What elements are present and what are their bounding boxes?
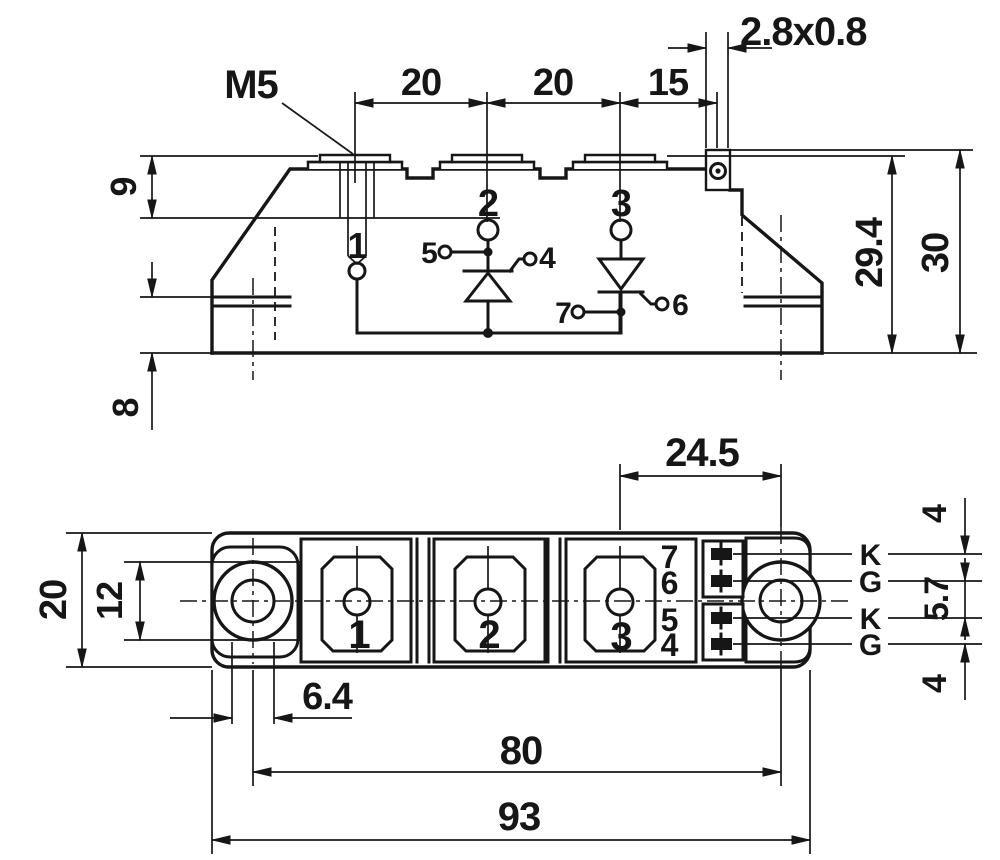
pad-3-label: 3: [610, 615, 631, 659]
tab-col-4-label: 4: [661, 627, 679, 663]
schematic-terminal-4-label: 4: [539, 242, 556, 275]
dim-thread-depth: 9: [103, 177, 144, 196]
dim-lead-gap-bottom: 4: [916, 674, 954, 693]
thyristor-triangle-left: [462, 270, 514, 303]
schematic-terminal-1-label: 1: [347, 225, 367, 266]
tab-col-6-label: 6: [661, 565, 678, 601]
lead-label-g2: G: [859, 629, 881, 662]
pad-screw-2: [473, 587, 503, 617]
dim-lead-spacing-group: 4 5.7 4: [916, 498, 970, 700]
tab-block-top: [701, 539, 745, 599]
dim-washer-diameter-group: 12: [89, 560, 302, 642]
thyristor-right: 3 6 7: [555, 183, 689, 335]
schematic-terminal-6-label: 6: [672, 289, 688, 322]
dim-height-to-pad: 29.4: [849, 217, 891, 288]
dim-hole-pitch-group: 80: [251, 668, 783, 786]
dim-heights-group: 29.4 30: [667, 148, 977, 355]
tab-hole: [709, 162, 727, 180]
lead-label-k2: K: [860, 603, 882, 636]
pad-screw-3: [605, 587, 635, 617]
tab-hole-center: [715, 168, 721, 174]
screw-hole-hidden: [339, 162, 375, 266]
dim-overall-length: 93: [498, 795, 541, 839]
dim-hole-diameter-group: 6.4: [170, 642, 354, 724]
front-view: M5 20 20 15 2.8x0.8 9: [103, 10, 977, 430]
schematic-terminal-4: [522, 251, 538, 267]
thyristor-left: 2 5 4: [421, 183, 557, 335]
mounting-slots-side: [210, 215, 824, 380]
dim-pad-to-hole-group: 24.5: [618, 431, 783, 530]
dim-tab-size: 2.8x0.8: [740, 10, 867, 54]
gate-lead-right: [638, 291, 658, 306]
dim-pad-to-hole: 24.5: [665, 431, 740, 475]
front-body-right: [728, 188, 824, 355]
schematic-terminal-7-label: 7: [555, 297, 571, 330]
bottom-view: 1 2 3 7 6 5 4: [33, 431, 982, 854]
schematic-terminal-5: [437, 244, 453, 260]
pad-screw-1: [342, 587, 372, 617]
lead-label-k1: K: [860, 539, 882, 572]
dim-body-width: 20: [33, 580, 75, 620]
dim-hole-pitch: 80: [500, 729, 543, 773]
lead-labels-group: K G K G: [733, 539, 982, 662]
dim-height-to-tab: 30: [915, 233, 957, 273]
dim-pitch-group: 20 20 15: [353, 62, 719, 222]
schematic-terminal-3-label: 3: [611, 183, 631, 225]
dim-lead-gap-top: 4: [916, 504, 954, 523]
schematic-terminal-7: [570, 304, 586, 320]
dim-washer-diameter: 12: [89, 582, 130, 620]
dim-thread-label: M5: [224, 63, 278, 107]
pad-1-label: 1: [348, 613, 370, 657]
dim-pitch-left: 20: [401, 62, 441, 104]
dim-pitch-right: 20: [533, 62, 573, 104]
dim-lead-gap-mid: 5.7: [918, 577, 956, 621]
pad-2-label: 2: [478, 613, 499, 657]
dim-slot-height-group: 8: [105, 262, 212, 430]
control-tabs: [701, 539, 745, 662]
tab-col-7-label: 7: [661, 539, 678, 575]
thyristor-triangle-right: [596, 257, 646, 292]
dim-tab-size-group: 2.8x0.8: [668, 10, 868, 148]
circuit-schematic: 1 2 5 4 3 6: [347, 183, 689, 338]
dim-body-width-group: 20: [33, 531, 212, 669]
m5-leader-line: [281, 102, 354, 155]
tab-col-5-label: 5: [661, 602, 678, 638]
schematic-terminal-2-label: 2: [478, 183, 498, 225]
front-body-outline: [210, 167, 708, 355]
gate-lead-left: [507, 257, 526, 274]
dim-thread-depth-group: 9: [103, 154, 500, 220]
dim-overall-length-group: 93: [210, 670, 812, 854]
dim-hole-diameter: 6.4: [302, 676, 353, 718]
dim-pitch-tab: 15: [648, 62, 689, 104]
schematic-terminal-6: [654, 296, 670, 312]
lead-label-g1: G: [859, 566, 881, 599]
schematic-terminal-5-label: 5: [421, 237, 437, 270]
dim-slot-height: 8: [105, 398, 146, 417]
